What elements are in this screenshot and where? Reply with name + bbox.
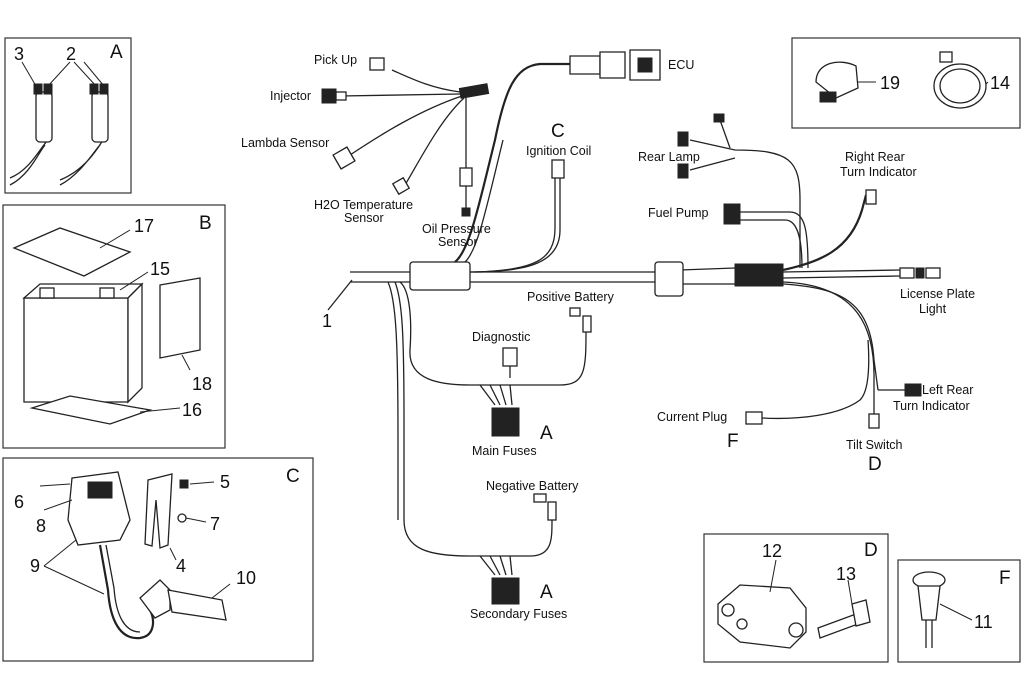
inset-b-number-17: 17 — [134, 216, 154, 236]
inset-d-number-13: 13 — [836, 564, 856, 584]
clamp-number-19: 19 — [880, 73, 900, 93]
inset-b: 17 15 18 16 B — [2, 204, 226, 449]
label-ignition-coil: Ignition Coil — [526, 144, 591, 158]
inset-d: 12 13 D — [703, 533, 889, 663]
label-rear-lamp: Rear Lamp — [638, 150, 700, 164]
label-tilt-switch: Tilt Switch — [846, 438, 903, 452]
harness-tape-wrap — [734, 263, 784, 287]
label-diagnostic: Diagnostic — [472, 330, 530, 344]
clamp-number-14: 14 — [990, 73, 1010, 93]
positive-battery-connector — [582, 315, 592, 333]
inset-c-number-10: 10 — [236, 568, 256, 588]
letter-main-fuses: A — [540, 423, 553, 444]
harness-clip — [409, 261, 471, 291]
inset-c-number-5: 5 — [220, 472, 230, 492]
label-right-rear-indicator: Turn Indicator — [840, 165, 917, 179]
letter-secondary-fuses: A — [540, 582, 553, 603]
left-rear-indicator-connector — [904, 383, 922, 397]
label-ecu: ECU — [668, 58, 694, 72]
harness-sleeve — [654, 261, 684, 297]
pick-up-connector — [369, 57, 385, 71]
label-left-rear: Left Rear — [922, 383, 973, 397]
right-rear-indicator-connector — [865, 189, 877, 205]
label-h2o-sensor: Sensor — [344, 211, 384, 225]
inset-d-letter: D — [864, 540, 878, 561]
inset-b-letter: B — [199, 213, 212, 234]
inset-f-number-11: 11 — [974, 612, 993, 632]
inset-c-number-8: 8 — [36, 516, 46, 536]
inset-clamps: 19 14 — [791, 37, 1021, 129]
letter-current-plug: F — [727, 431, 739, 452]
label-h2o-temperature: H2O Temperature — [314, 198, 413, 212]
inset-c: 6 8 9 5 7 4 10 C — [2, 457, 314, 662]
label-pick-up: Pick Up — [314, 53, 357, 67]
main-fuse-block — [491, 407, 520, 437]
letter-tilt-switch: D — [868, 454, 882, 475]
inset-a: 3 2 A — [4, 37, 132, 194]
secondary-fuse-block — [491, 577, 520, 605]
license-plate-connector — [925, 267, 941, 279]
inset-b-number-15: 15 — [150, 259, 170, 279]
label-left-rear-indicator: Turn Indicator — [893, 399, 970, 413]
lambda-connector — [332, 146, 356, 170]
ignition-coil-connector — [551, 159, 565, 179]
label-lambda-sensor: Lambda Sensor — [241, 136, 329, 150]
inset-b-number-16: 16 — [182, 400, 202, 420]
inset-b-number-18: 18 — [192, 374, 212, 394]
inset-f: 11 F — [897, 559, 1021, 663]
label-right-rear: Right Rear — [845, 150, 905, 164]
injector-connector — [321, 88, 337, 104]
diagnostic-connector — [502, 347, 518, 367]
inset-c-letter: C — [286, 466, 300, 487]
inset-c-number-9: 9 — [30, 556, 40, 576]
fuel-pump-connector — [723, 203, 741, 225]
label-oil-pressure-sensor: Sensor — [438, 235, 478, 249]
label-fuel-pump: Fuel Pump — [648, 206, 708, 220]
inset-c-number-4: 4 — [176, 556, 186, 576]
label-oil-pressure: Oil Pressure — [422, 222, 491, 236]
oil-pressure-connector — [459, 167, 473, 187]
letter-coil: C — [551, 121, 565, 142]
inset-a-letter: A — [110, 42, 123, 63]
label-positive-battery: Positive Battery — [527, 290, 615, 304]
inset-a-number-3: 3 — [14, 44, 24, 64]
label-main-fuses: Main Fuses — [472, 444, 537, 458]
inset-f-letter: F — [999, 568, 1011, 589]
tilt-switch-connector — [868, 413, 880, 429]
negative-battery-connector — [547, 501, 557, 521]
label-secondary-fuses: Secondary Fuses — [470, 607, 567, 621]
label-negative-battery: Negative Battery — [486, 479, 579, 493]
inset-c-number-7: 7 — [210, 514, 220, 534]
inset-c-number-6: 6 — [14, 492, 24, 512]
label-license-plate-light: Light — [919, 302, 947, 316]
number-harness: 1 — [322, 311, 332, 331]
rear-lamp-connector — [677, 131, 689, 147]
label-current-plug: Current Plug — [657, 410, 727, 424]
label-license-plate: License Plate — [900, 287, 975, 301]
h2o-connector — [391, 176, 411, 196]
inset-d-number-12: 12 — [762, 541, 782, 561]
label-injector: Injector — [270, 89, 311, 103]
inset-a-number-2: 2 — [66, 44, 76, 64]
current-plug-connector — [745, 411, 763, 425]
main-harness — [321, 49, 941, 605]
